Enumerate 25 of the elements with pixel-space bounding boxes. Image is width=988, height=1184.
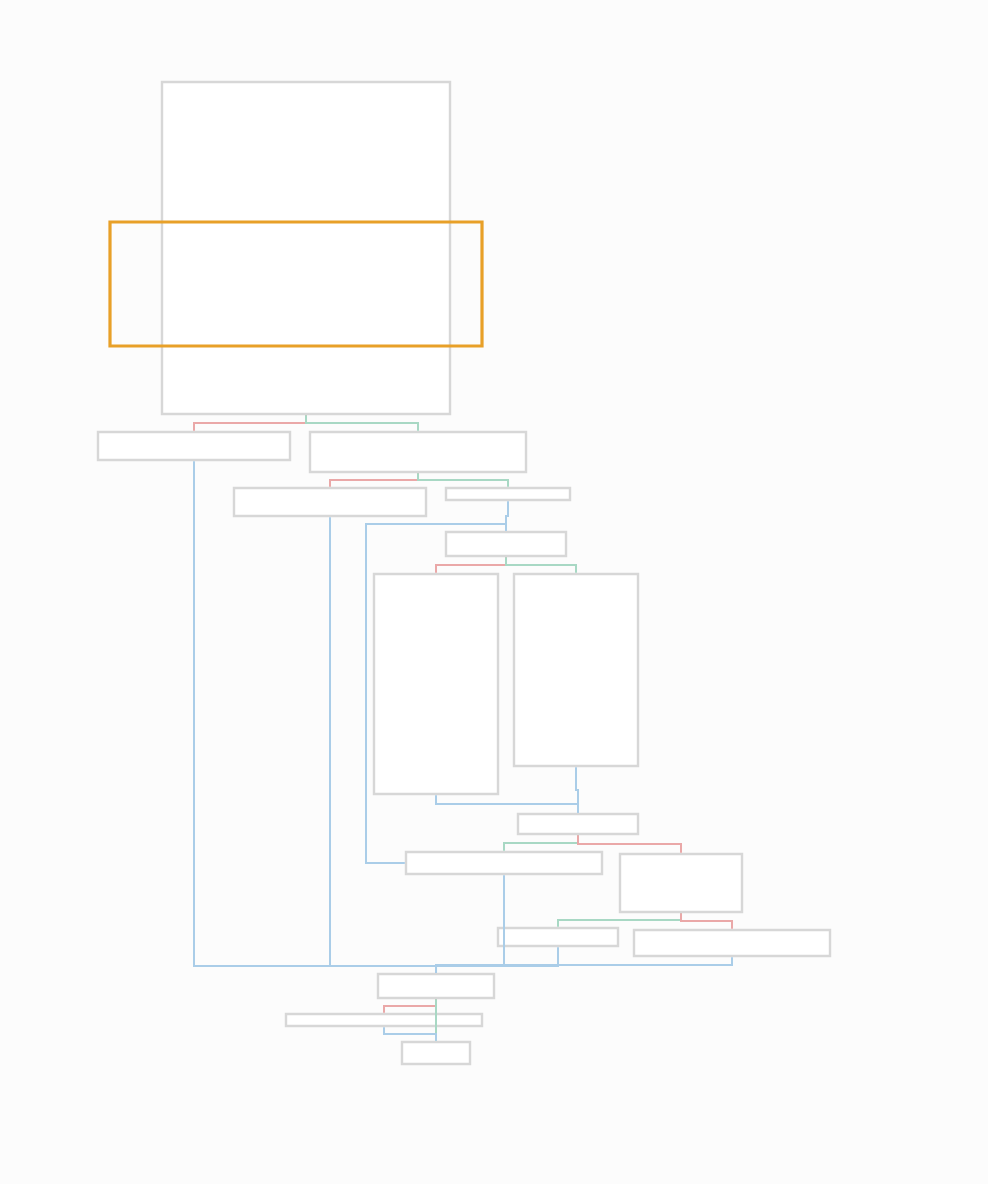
flow-box	[160, 80, 452, 416]
flow-box	[512, 572, 640, 768]
flow-box	[618, 852, 744, 914]
connector-line	[680, 912, 733, 930]
flow-box	[232, 486, 428, 518]
flow-box	[284, 1012, 484, 1028]
flow-box	[496, 926, 620, 948]
flow-box	[96, 430, 292, 462]
connector-line	[365, 523, 507, 864]
flow-box	[400, 1040, 472, 1066]
flow-box	[444, 530, 568, 558]
connector-line	[577, 834, 682, 854]
flow-box	[376, 972, 496, 1000]
flow-box	[444, 486, 572, 502]
flow-box	[372, 572, 500, 796]
connector-line	[305, 414, 419, 432]
connector-line	[505, 556, 577, 574]
flow-box	[404, 850, 604, 876]
flow-box	[308, 430, 528, 474]
flow-box	[632, 928, 832, 958]
connector-line	[435, 956, 733, 974]
connector-line	[417, 472, 509, 488]
connector-line	[383, 1026, 437, 1042]
connector-line	[435, 794, 579, 814]
flow-box	[516, 812, 640, 836]
